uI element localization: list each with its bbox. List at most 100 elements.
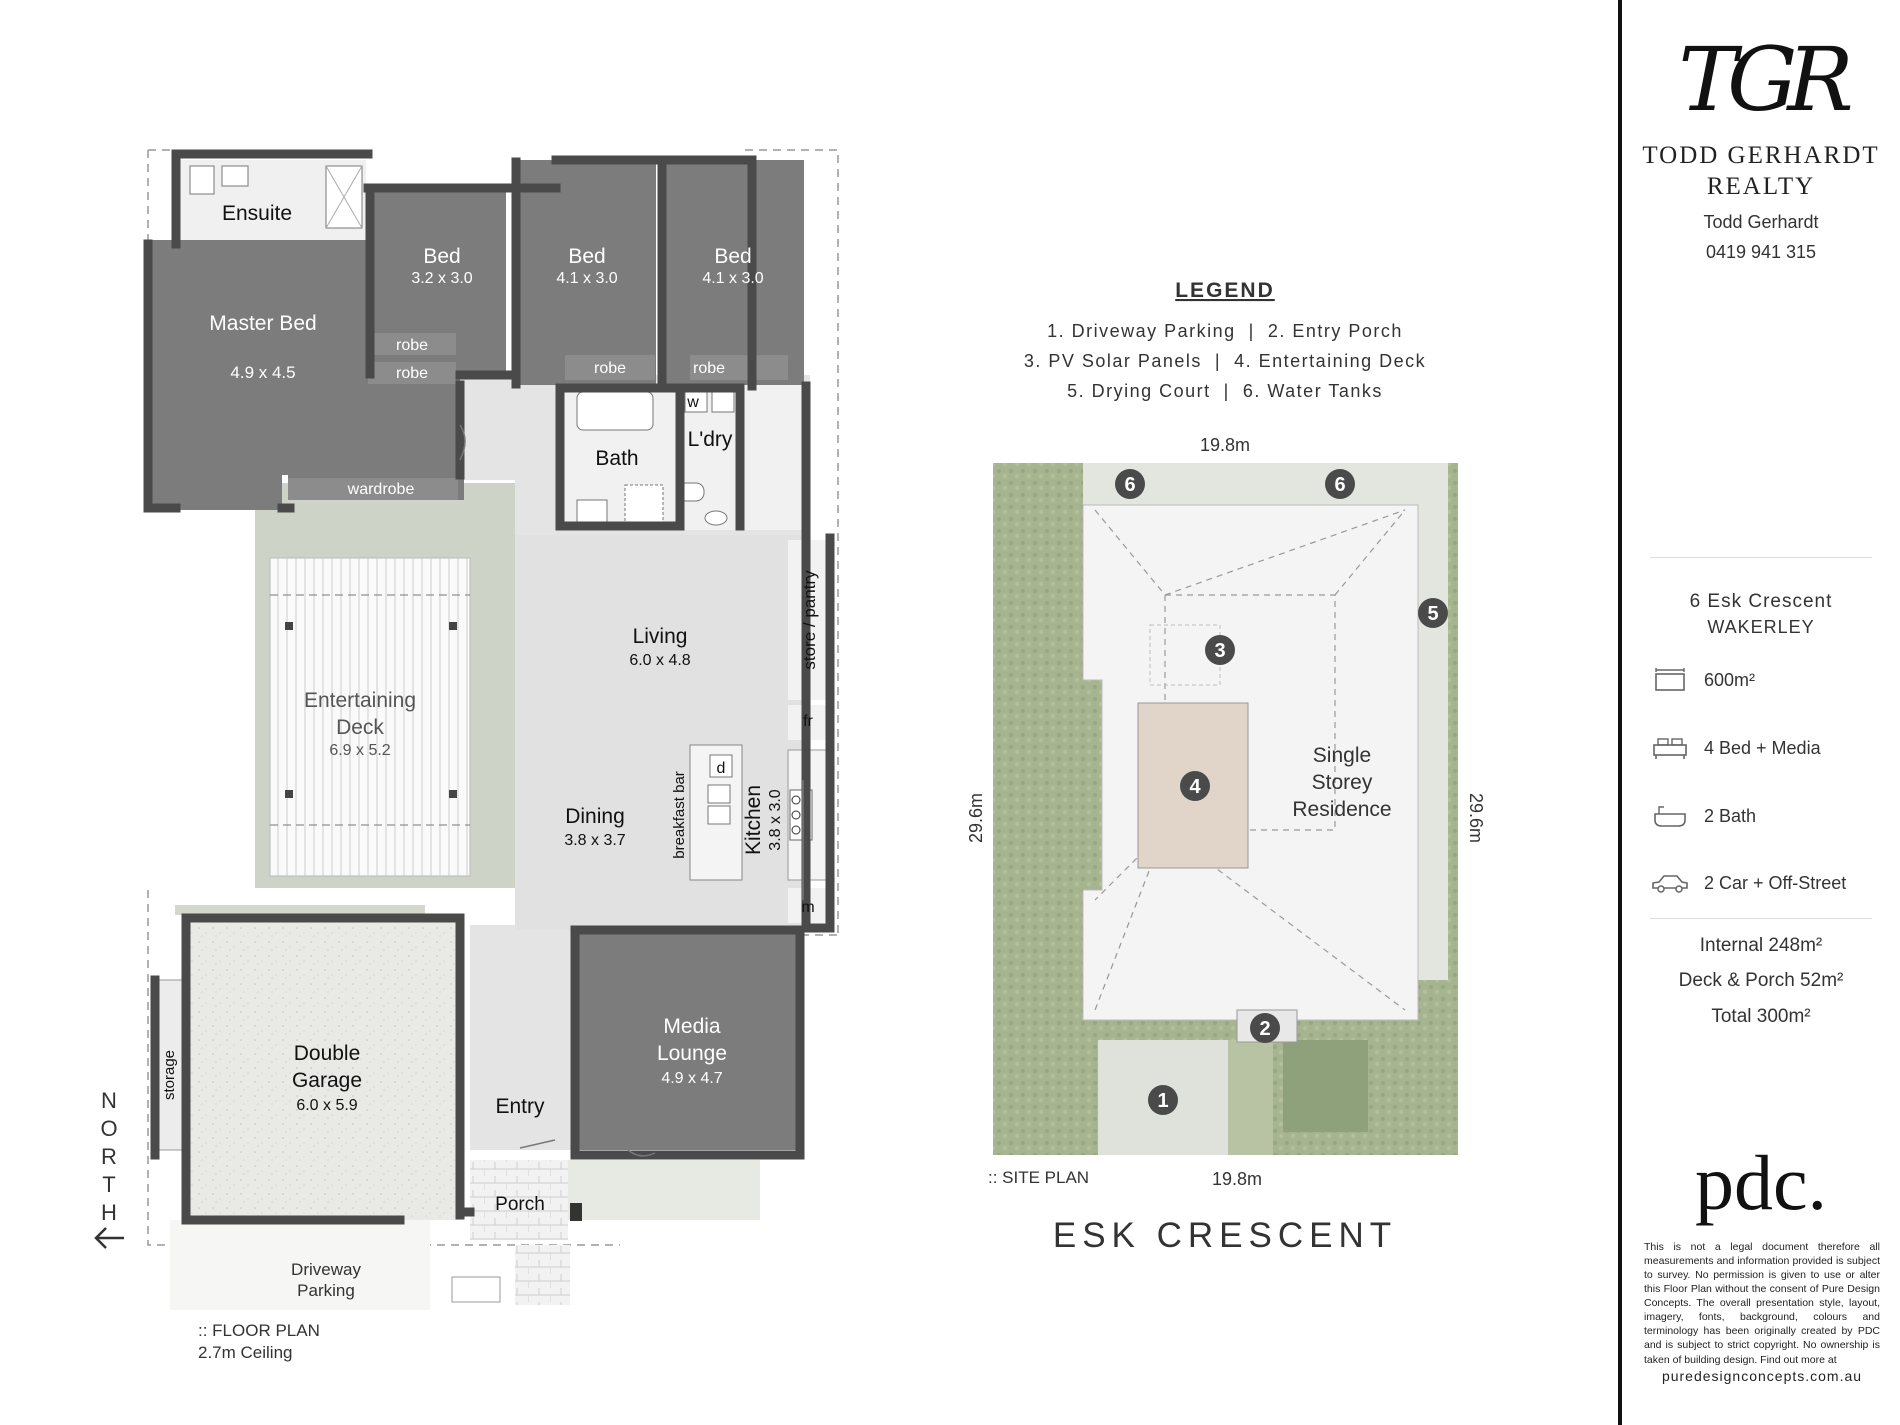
pdc-logo: pdc. (1694, 1139, 1828, 1226)
website-link[interactable]: puredesignconcepts.com.au (1661, 1367, 1863, 1384)
area-deck-porch: Deck & Porch 52m² (1678, 970, 1844, 991)
floor-plan-caption: :: FLOOR PLAN (198, 1321, 320, 1340)
feature-car-text: 2 Car + Off-Street (1704, 872, 1847, 893)
master-bed (148, 240, 460, 510)
brand-name: TODD GERHARDT REALTY (1622, 140, 1900, 203)
porch-label: Porch (495, 1194, 545, 1215)
breakfast-bar-label: breakfast bar (671, 771, 688, 859)
marker-6a-circle (1115, 469, 1145, 499)
robe-label-1: robe (396, 337, 428, 354)
site-plan-caption: :: SITE PLAN (988, 1168, 1089, 1187)
ceiling-label: 2.7m Ceiling (198, 1343, 293, 1362)
marker-3-circle (1205, 635, 1235, 665)
bed2-title: Bed (423, 245, 460, 268)
driveway-label-1: Driveway (291, 1260, 361, 1279)
marker-5-circle (1418, 598, 1448, 628)
wardrobe-label: wardrobe (347, 481, 415, 498)
north-r: R (101, 1144, 119, 1169)
marker-4: 4 (1189, 776, 1201, 798)
marker-1: 1 (1157, 1090, 1168, 1112)
media-lounge (575, 930, 800, 1150)
agent-name: Todd Gerhardt (1703, 212, 1819, 232)
address-line-2: WAKERLEY (1707, 617, 1815, 637)
dining-title: Dining (565, 805, 625, 828)
feature-bath-text: 2 Bath (1704, 805, 1757, 826)
media-title-line1: Media (663, 1015, 721, 1038)
media-title-line2: Lounge (657, 1042, 727, 1065)
fr-label: fr (803, 713, 813, 730)
brand-line-2: REALTY (1706, 173, 1816, 201)
master-bed-title: Master Bed (209, 312, 316, 335)
feature-land: 600m² (1650, 665, 1890, 695)
bedroom-3 (516, 160, 656, 385)
feature-land-text: 600m² (1704, 669, 1756, 690)
legend-line-3: 5. Drying Court | 6. Water Tanks (1067, 381, 1383, 401)
residence-label-3: Residence (1292, 798, 1391, 821)
bed4-title: Bed (714, 245, 751, 268)
entertaining-deck (269, 557, 471, 877)
depth-right-label: 29.6m (1466, 793, 1486, 843)
store-pantry-label: store / pantry (800, 570, 819, 670)
media-size: 4.9 x 4.7 (661, 1070, 722, 1087)
residence-label-2: Storey (1312, 771, 1373, 794)
legend-line-2: 3. PV Solar Panels | 4. Entertaining Dec… (1024, 351, 1426, 371)
area-internal: Internal 248m² (1699, 935, 1823, 956)
depth-left-label: 29.6m (966, 793, 986, 843)
master-bed-size: 4.9 x 4.5 (230, 363, 295, 382)
bedroom-4 (662, 160, 804, 385)
area-total: Total 300m² (1711, 1006, 1811, 1027)
marker-6b-circle (1325, 469, 1355, 499)
north-h: H (101, 1200, 119, 1225)
north-indicator: N O R T H (100, 1088, 119, 1225)
driveway-label-2: Parking (297, 1281, 355, 1300)
m-label: m (801, 899, 814, 916)
garage-title-line1: Double (294, 1042, 361, 1065)
garage-title-line2: Garage (292, 1069, 362, 1092)
garage-size: 6.0 x 5.9 (296, 1097, 357, 1114)
bath-label: Bath (595, 447, 638, 470)
deck-size: 6.9 x 5.2 (329, 742, 390, 759)
site-markers: 1 2 3 4 5 6 6 (1115, 469, 1448, 1115)
legend-line-1: 1. Driveway Parking | 2. Entry Porch (1047, 321, 1403, 341)
marker-3: 3 (1214, 640, 1225, 662)
marker-6a: 6 (1124, 474, 1135, 496)
robe-label-2: robe (396, 365, 428, 382)
tgr-logo: TGR (1678, 28, 1853, 131)
divider (1650, 918, 1872, 919)
agent-phone[interactable]: 0419 941 315 (1705, 242, 1817, 262)
bed4-size: 4.1 x 3.0 (702, 270, 763, 287)
address-line-1: 6 Esk Crescent (1689, 591, 1833, 612)
marker-6b: 6 (1334, 474, 1345, 496)
width-top-label: 19.8m (1200, 435, 1250, 455)
robe-label-4: robe (693, 360, 725, 377)
north-o: O (100, 1116, 119, 1141)
north-n: N (101, 1088, 119, 1113)
feature-bath: 2 Bath (1650, 801, 1890, 831)
land-size-icon (1655, 668, 1685, 691)
ensuite-label: Ensuite (222, 202, 292, 225)
divider (1650, 557, 1872, 558)
residence-roof (1082, 504, 1419, 1021)
marker-2-circle (1250, 1013, 1280, 1043)
agent-sidebar: TGR TODD GERHARDT REALTY Todd Gerhardt 0… (1618, 0, 1900, 1425)
marker-1-circle (1148, 1085, 1178, 1115)
deck-title-line1: Entertaining (304, 689, 416, 712)
street-name: ESK CRESCENT (1053, 1216, 1397, 1255)
kitchen-size: 3.8 x 3.0 (767, 789, 784, 850)
disclaimer: This is not a legal document therefore a… (1644, 1240, 1880, 1385)
marker-4-circle (1180, 771, 1210, 801)
kitchen-title: Kitchen (742, 785, 765, 855)
dining-size: 3.8 x 3.7 (564, 832, 625, 849)
w-label: w (686, 394, 699, 411)
legend-title: LEGEND (1175, 279, 1275, 302)
bed3-title: Bed (568, 245, 605, 268)
living-title: Living (633, 625, 688, 648)
double-garage (185, 920, 460, 1220)
residence-label-1: Single (1313, 744, 1371, 767)
feature-bed: 4 Bed + Media (1650, 733, 1890, 763)
bed3-size: 4.1 x 3.0 (556, 270, 617, 287)
